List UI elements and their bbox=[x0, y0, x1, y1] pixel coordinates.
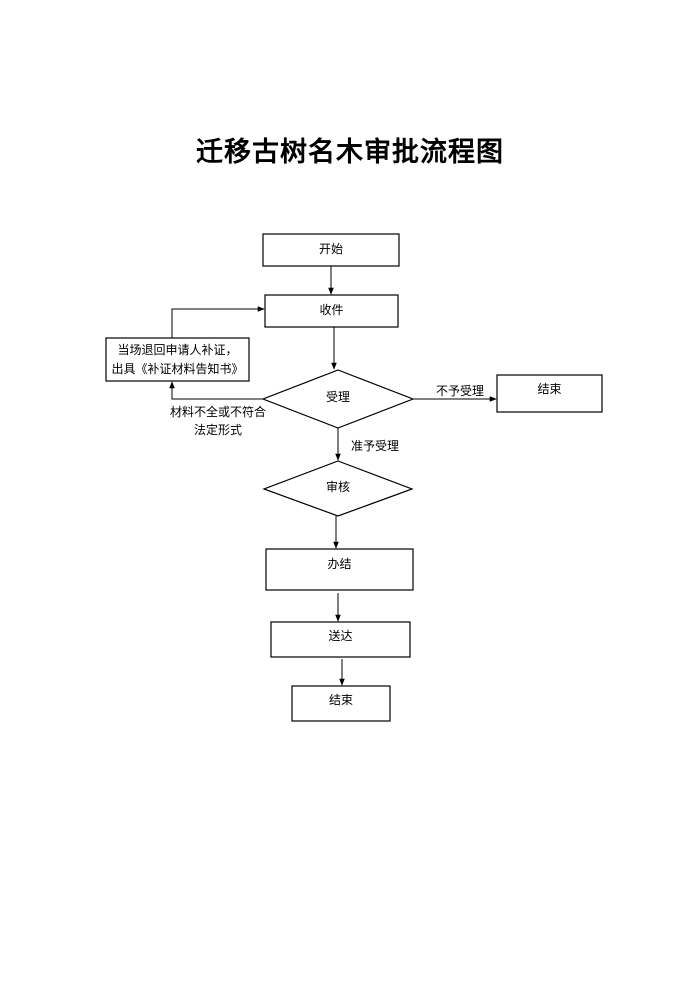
receive-box bbox=[264, 294, 399, 328]
end-box bbox=[291, 685, 391, 722]
start-label: 开始 bbox=[318, 242, 343, 256]
complete-label: 办结 bbox=[327, 557, 352, 571]
end-reject-box bbox=[496, 374, 603, 413]
arrow-accept-to-return bbox=[169, 381, 263, 400]
review-diamond bbox=[262, 460, 414, 517]
review-label: 审核 bbox=[325, 480, 350, 494]
not-accept-label: 不予受理 bbox=[435, 384, 484, 398]
page-title: 迁移古树名木审批流程图 bbox=[196, 137, 504, 168]
incomplete-label-line1: 材料不全或不符合 bbox=[169, 405, 266, 419]
complete-box bbox=[265, 548, 414, 591]
incomplete-label-line2: 法定形式 bbox=[193, 423, 242, 437]
receive-label: 收件 bbox=[319, 303, 344, 317]
return-box bbox=[105, 337, 250, 382]
return-label-line1: 当场退回申请人补证， bbox=[117, 343, 238, 357]
return-label-line2: 出具《补证材料告知书》 bbox=[111, 362, 244, 376]
approve-accept-label: 准予受理 bbox=[350, 439, 399, 453]
arrow-return-to-receive bbox=[171, 306, 265, 338]
deliver-label: 送达 bbox=[328, 629, 353, 643]
deliver-box bbox=[270, 621, 411, 658]
accept-label: 受理 bbox=[325, 390, 350, 404]
end-label: 结束 bbox=[328, 693, 353, 707]
end-reject-label: 结束 bbox=[537, 382, 562, 396]
